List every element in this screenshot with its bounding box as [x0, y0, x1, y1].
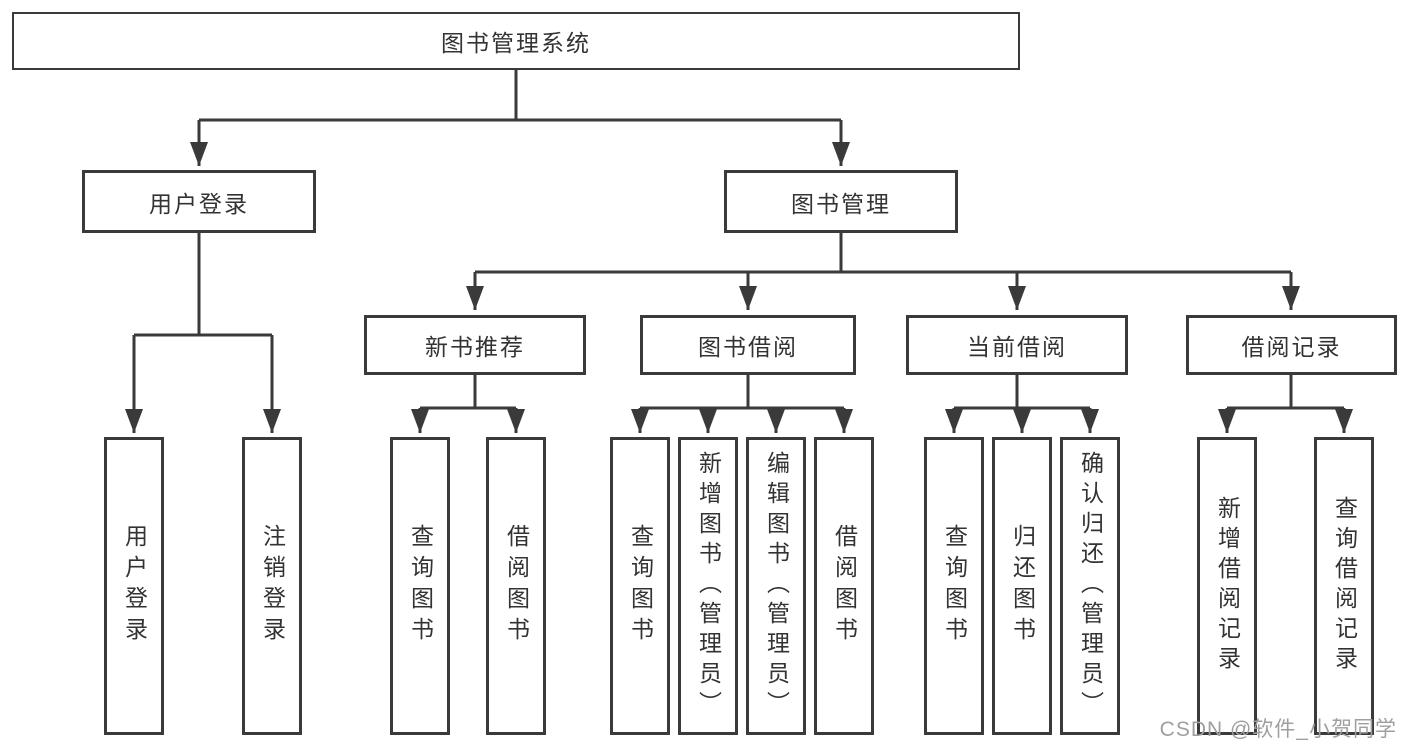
leaf-query-books-2: 查询图书 — [610, 437, 670, 735]
leaf-label: 编辑图书（管理员） — [763, 451, 790, 721]
node-book-management: 图书管理 — [724, 170, 958, 233]
leaf-query-books-3: 查询图书 — [924, 437, 984, 735]
leaf-label: 查询图书 — [941, 524, 968, 648]
node-borrowing-records: 借阅记录 — [1186, 315, 1397, 375]
leaf-borrow-books-1: 借阅图书 — [486, 437, 546, 735]
leaf-return-book: 归还图书 — [992, 437, 1052, 735]
node-new-book-recommend: 新书推荐 — [364, 315, 586, 375]
node-label: 借阅记录 — [1241, 334, 1342, 360]
leaf-add-borrow-record: 新增借阅记录 — [1197, 437, 1257, 735]
leaf-query-borrow-record: 查询借阅记录 — [1314, 437, 1374, 735]
node-library-management-system: 图书管理系统 — [12, 12, 1020, 70]
leaf-label: 查询图书 — [627, 524, 654, 648]
node-book-borrowing: 图书借阅 — [640, 315, 856, 375]
leaf-label: 新增图书（管理员） — [695, 451, 722, 721]
leaf-edit-book-admin: 编辑图书（管理员） — [746, 437, 806, 735]
leaf-label: 注销登录 — [259, 524, 286, 648]
leaf-label: 借阅图书 — [831, 524, 858, 648]
node-label: 用户登录 — [149, 190, 249, 217]
node-label: 图书管理 — [791, 190, 891, 217]
node-label: 图书管理系统 — [441, 30, 591, 56]
leaf-label: 用户登录 — [121, 524, 148, 648]
leaf-logout: 注销登录 — [242, 437, 302, 735]
leaf-borrow-books-2: 借阅图书 — [814, 437, 874, 735]
node-label: 图书借阅 — [698, 334, 798, 360]
node-label: 新书推荐 — [425, 334, 525, 360]
leaf-label: 归还图书 — [1009, 524, 1036, 648]
leaf-label: 确认归还（管理员） — [1077, 451, 1104, 721]
leaf-label: 查询图书 — [407, 524, 434, 648]
leaf-add-book-admin: 新增图书（管理员） — [678, 437, 738, 735]
node-label: 当前借阅 — [967, 334, 1067, 360]
node-current-borrowing: 当前借阅 — [906, 315, 1128, 375]
leaf-user-login: 用户登录 — [104, 437, 164, 735]
leaf-label: 借阅图书 — [503, 524, 530, 648]
csdn-watermark: CSDN @软件_小贺同学 — [1159, 718, 1397, 741]
leaf-query-books-1: 查询图书 — [390, 437, 450, 735]
leaf-label: 查询借阅记录 — [1331, 496, 1358, 676]
leaf-confirm-return-admin: 确认归还（管理员） — [1060, 437, 1120, 735]
node-user-login: 用户登录 — [82, 170, 316, 233]
leaf-label: 新增借阅记录 — [1214, 496, 1241, 676]
